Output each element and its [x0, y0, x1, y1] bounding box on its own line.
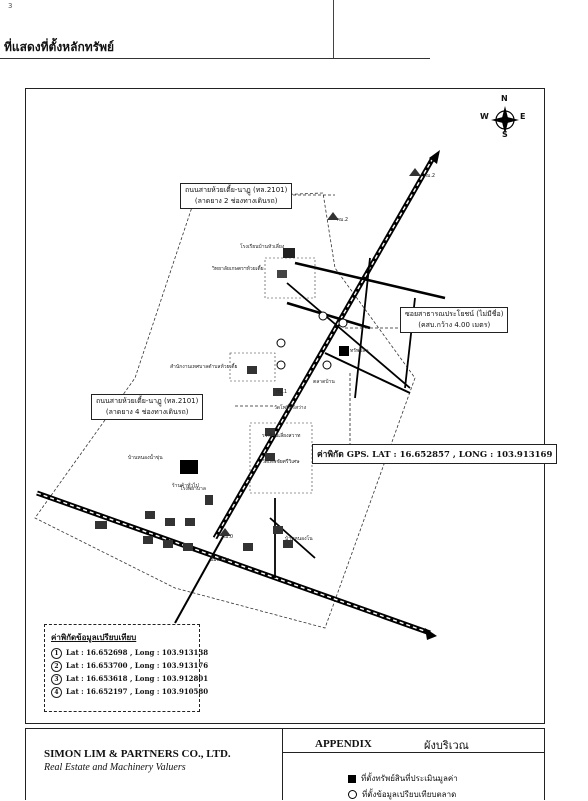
label-temple3: วัดเทพชัยศรีวิเศษ	[262, 459, 300, 465]
comparable-2	[338, 318, 348, 328]
side-road-2	[286, 282, 411, 389]
gps-label: ค่าพิกัด GPS. LAT : 16.652857 , LONG : 1…	[312, 444, 558, 464]
compass-s: S	[502, 130, 508, 139]
label-km0: กม.0	[222, 534, 234, 540]
main-road-center	[214, 157, 434, 539]
label-market: ตลาดบ้าน	[313, 379, 335, 385]
label-road-mid: ถนนสายห้วยเตี้ย-นาฏู (ทล.2101) (ลาดยาง 4…	[91, 394, 204, 420]
heading-underline	[0, 58, 430, 59]
label-pump: ปั๊มน้ำมัน	[210, 557, 230, 563]
label-school1: โรงเรียนบ้านหัวเลี่ยง	[240, 244, 285, 250]
appendix-label: APPENDIX	[315, 738, 372, 750]
subject-square-icon	[348, 774, 356, 783]
comparable-extra	[276, 338, 286, 348]
page-number: 3	[8, 2, 13, 10]
label-soi: ซอยสาธารณประโยชน์ (ไม่มีชื่อ) (คสบ.กว้าง…	[400, 307, 509, 333]
compass-n: N	[501, 94, 508, 103]
company-name: SIMON LIM & PARTNERS CO., LTD.	[44, 748, 231, 760]
comparable-1	[318, 311, 328, 321]
side-road-1	[294, 261, 446, 300]
compass-w: W	[480, 112, 489, 121]
site-map	[34, 106, 519, 640]
label-km2-top: กม.2	[424, 173, 436, 179]
label-property: ทรัพย์สิน	[350, 348, 369, 354]
label-shop: ร้านค้าทั่วไป	[172, 483, 199, 489]
cross-road	[36, 490, 431, 636]
label-temple1: วัดโพธิ์ศรีสว่าง	[274, 405, 307, 411]
compass-e: E	[520, 112, 526, 121]
map-frame	[25, 88, 545, 724]
label-hospital: โรงพยาบาล	[180, 486, 206, 492]
appendix-thai: ผังบริเวณ	[424, 739, 469, 752]
page-heading: ที่แสดงที่ตั้งหลักทรัพย์	[4, 40, 115, 54]
label-school2: วิทยาลัยเกษตรฯห้วยเตี้ย	[212, 266, 264, 272]
company-tagline: Real Estate and Machinery Valuers	[44, 762, 186, 773]
comparable-circle-icon	[348, 790, 357, 799]
zone-boundary	[34, 192, 416, 629]
comparable-4	[276, 360, 286, 370]
footer-legend-row-2: ที่ตั้งข้อมูลเปรียบเทียบตลาด	[348, 788, 456, 801]
footer-hline	[282, 752, 545, 753]
label-village2: บ้านหนองโน	[285, 536, 313, 542]
header-divider	[333, 0, 334, 58]
side-road-7	[269, 517, 316, 559]
south-road	[174, 532, 226, 624]
footer-legend-row-1: ที่ตั้งทรัพย์สินที่ประเมินมูลค่า	[348, 772, 458, 785]
label-road-top: ถนนสายห้วยเตี้ย-นาฏู (ทล.2101) (ลาดยาง 2…	[180, 183, 293, 209]
legend-title: ค่าพิกัดข้อมูลเปรียบเทียบ	[51, 632, 137, 642]
soi-road	[286, 301, 371, 330]
road-arrow-top	[429, 150, 440, 164]
side-road-3	[324, 352, 411, 394]
comparable-3	[322, 360, 332, 370]
footer-divider	[282, 728, 283, 800]
label-office: สำนักงานเทศบาลตำบลห้วยเตี้ย	[170, 364, 238, 370]
footer-frame	[25, 728, 545, 800]
label-village: บ้านหนองน้ำขุ่น	[128, 455, 163, 461]
label-km1: กม.1	[276, 389, 288, 395]
subject-property-marker	[339, 346, 349, 356]
label-temple2: รร.บ้านเลี่ยงสวาท	[262, 433, 301, 439]
road-arrow-right	[425, 628, 437, 640]
compass-icon	[491, 106, 519, 134]
label-km2-mid: กม.2	[337, 217, 349, 223]
